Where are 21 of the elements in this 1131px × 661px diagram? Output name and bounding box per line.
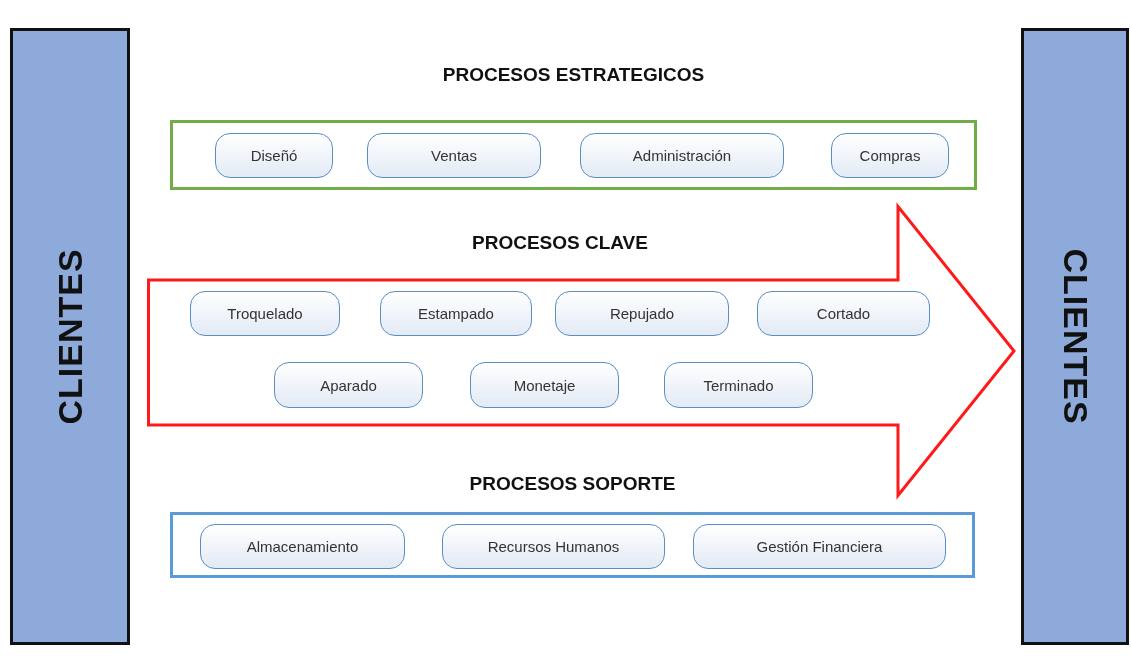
- group-heading: PROCESOS CLAVE: [471, 232, 649, 254]
- process-pill: Terminado: [664, 362, 813, 408]
- process-pill: Recursos Humanos: [442, 524, 665, 569]
- process-pill: Cortado: [757, 291, 930, 336]
- process-pill: Aparado: [274, 362, 423, 408]
- panel-label: CLIENTES: [50, 248, 90, 425]
- client-panel: [1021, 28, 1129, 645]
- process-pill: Repujado: [555, 291, 729, 336]
- process-pill: Gestión Financiera: [693, 524, 946, 569]
- process-pill: Monetaje: [470, 362, 619, 408]
- client-panel: [10, 28, 130, 645]
- group-heading: PROCESOS SOPORTE: [469, 473, 676, 495]
- process-pill: Almacenamiento: [200, 524, 405, 569]
- group-heading: PROCESOS ESTRATEGICOS: [442, 64, 705, 86]
- process-pill: Diseñó: [215, 133, 333, 178]
- process-pill: Estampado: [380, 291, 532, 336]
- process-pill: Troquelado: [190, 291, 340, 336]
- process-pill: Administración: [580, 133, 784, 178]
- panel-label: CLIENTES: [1055, 248, 1095, 425]
- process-pill: Compras: [831, 133, 949, 178]
- process-pill: Ventas: [367, 133, 541, 178]
